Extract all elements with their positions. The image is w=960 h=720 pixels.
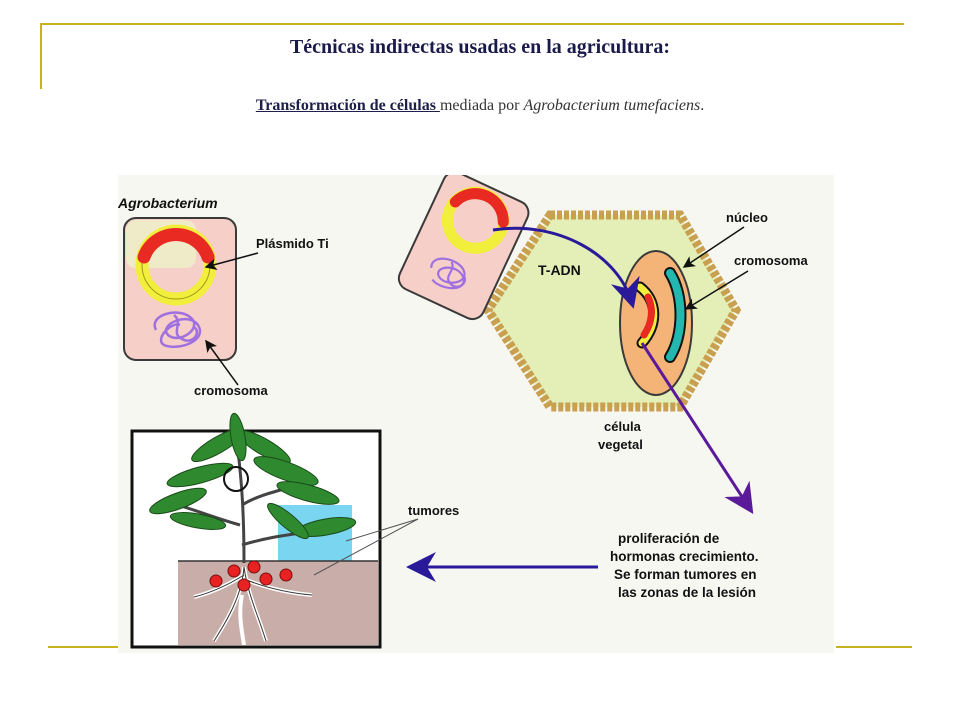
- plant-cell: [482, 210, 742, 412]
- label-prolif-1: proliferación de: [618, 531, 720, 546]
- tumors: [209, 560, 293, 592]
- pointer-tumors-2: [313, 518, 419, 576]
- subtitle-end: .: [700, 97, 705, 114]
- pointer-tumors-1: [345, 518, 419, 542]
- label-tumors: tumores: [408, 503, 459, 518]
- label-agrobacterium: Agrobacterium: [118, 195, 218, 211]
- label-nucleus: núcleo: [726, 210, 768, 225]
- transformation-diagram: Agrobacterium Plásmido Ti cromosoma T-AD…: [117, 171, 834, 653]
- plant-leaves: [149, 412, 357, 540]
- arrow-to-proliferation: [640, 342, 754, 515]
- label-tadn: T-ADN: [538, 262, 581, 278]
- subtitle-middle: mediada por: [439, 97, 524, 114]
- arrow-chromosome-left: [205, 339, 239, 386]
- subtitle-italic: Agrobacterium tumefaciens: [523, 97, 701, 114]
- label-prolif-3: Se forman tumores en: [614, 567, 757, 582]
- frame-bottom-left-line: [48, 646, 118, 648]
- plant-roots-outline: [193, 566, 313, 642]
- frame-left-line: [40, 23, 42, 89]
- frame-top-line: [40, 23, 904, 25]
- arrow-nucleus: [682, 226, 745, 268]
- page-title: Técnicas indirectas usadas en la agricul…: [289, 36, 671, 58]
- arrow-tdna-transfer: [492, 226, 640, 309]
- label-prolif-2: hormonas crecimiento.: [610, 549, 759, 564]
- label-plasmid-ti: Plásmido Ti: [256, 236, 329, 251]
- subtitle-underlined[interactable]: Transformación de células: [255, 97, 440, 114]
- wound-marker: [223, 466, 249, 492]
- label-plant-cell-1: célula: [604, 419, 642, 434]
- frame-bottom-right-line: [836, 646, 912, 648]
- label-prolif-4: las zonas de la lesión: [618, 585, 756, 600]
- donor-agrobacterium: [397, 171, 530, 321]
- label-chromosome-right: cromosoma: [734, 253, 808, 268]
- label-plant-cell-2: vegetal: [598, 437, 643, 452]
- chromosome-left: [153, 311, 202, 348]
- page-subtitle: Transformación de células mediada por Ag…: [0, 97, 960, 115]
- chromosome-teal: [664, 267, 687, 363]
- label-chromosome-left: cromosoma: [194, 383, 268, 398]
- arrow-chromosome-right: [684, 270, 749, 310]
- t-dna-integrated: [634, 281, 660, 349]
- arrow-plasmid: [204, 252, 259, 271]
